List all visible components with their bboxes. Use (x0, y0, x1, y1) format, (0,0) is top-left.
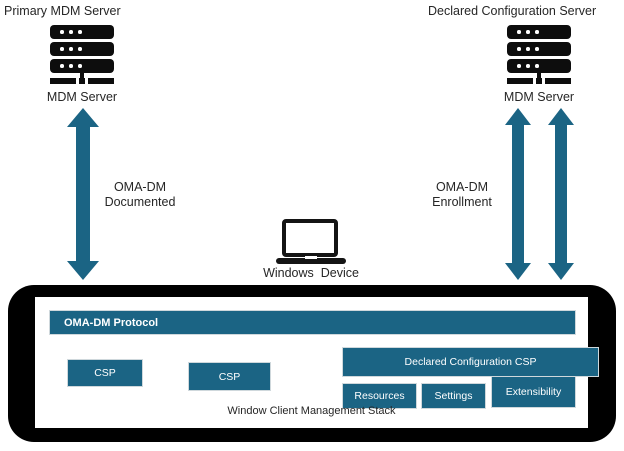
oma-dm-enrollment-arrow-2 (547, 108, 575, 280)
server-bay (50, 42, 114, 56)
oma-dm-enrollment-line2: Enrollment (432, 195, 492, 209)
oma-dm-documented-line1: OMA-DM (113, 180, 167, 194)
oma-dm-enrollment-line1: OMA-DM (435, 180, 489, 194)
oma-dm-documented-line2: Documented (104, 195, 176, 209)
oma-dm-enrollment-arrow-1 (504, 108, 532, 280)
server-bay (507, 59, 571, 73)
oma-dm-documented-arrow (66, 108, 100, 280)
client-management-stack-shell: OMA-DM Protocol CSP CSP Declared Configu… (8, 285, 616, 442)
extensibility-box[interactable]: Extensibility (491, 376, 576, 408)
client-management-stack-panel: OMA-DM Protocol CSP CSP Declared Configu… (35, 297, 599, 428)
csp-box-2[interactable]: CSP (188, 362, 271, 391)
settings-box[interactable]: Settings (421, 383, 486, 409)
stack-caption: Window Client Management Stack (227, 405, 396, 417)
declared-configuration-server-title: Declared Configuration Server (428, 4, 597, 18)
mdm-server-label-left: MDM Server (46, 90, 118, 104)
oma-dm-protocol-bar[interactable]: OMA-DM Protocol (49, 310, 576, 335)
mdm-server-icon-left (46, 25, 118, 87)
server-bay (507, 42, 571, 56)
resources-box[interactable]: Resources (342, 383, 417, 409)
windows-device-label: Windows Device (263, 266, 359, 280)
server-bay (50, 25, 114, 39)
mdm-server-icon-right (503, 25, 575, 87)
server-bay (507, 25, 571, 39)
primary-mdm-server-title: Primary MDM Server (4, 4, 121, 18)
declared-configuration-csp-box[interactable]: Declared Configuration CSP (342, 347, 599, 377)
server-bay (50, 59, 114, 73)
windows-device-icon (276, 219, 346, 267)
mdm-server-label-right: MDM Server (503, 90, 575, 104)
csp-box-1[interactable]: CSP (67, 359, 143, 387)
